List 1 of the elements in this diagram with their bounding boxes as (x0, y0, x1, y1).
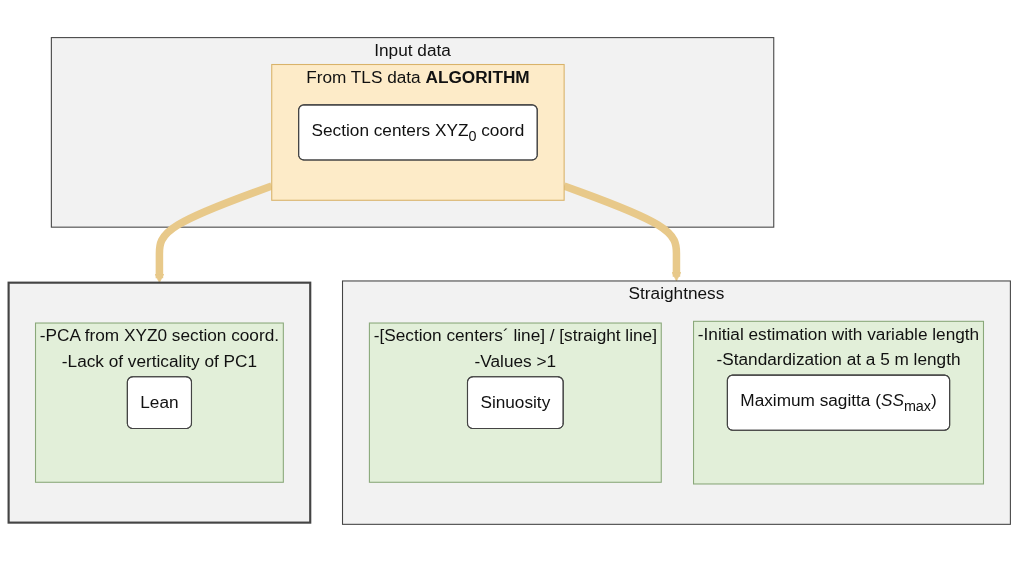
cluster (7, 281, 312, 524)
